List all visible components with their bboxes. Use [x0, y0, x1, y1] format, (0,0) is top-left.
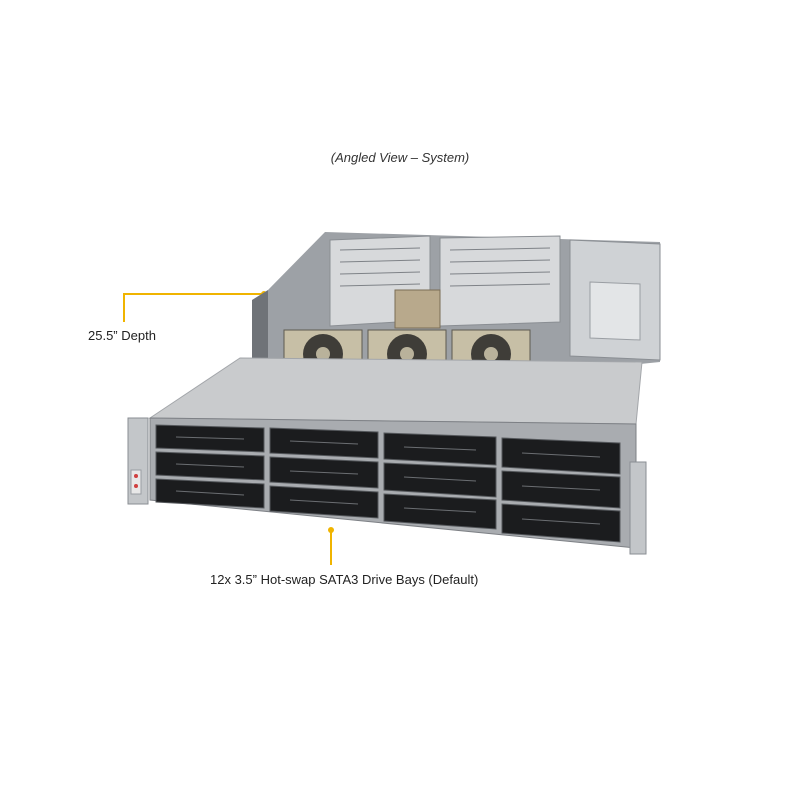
- drive-tray[interactable]: [383, 493, 497, 530]
- drive-tray[interactable]: [501, 470, 621, 509]
- view-caption: (Angled View – System): [330, 150, 470, 165]
- drive-tray[interactable]: [501, 503, 621, 543]
- depth-callout-label: 25.5” Depth: [88, 328, 156, 343]
- drive-bays-callout-line: [328, 527, 334, 565]
- drive-tray[interactable]: [383, 462, 497, 498]
- drive-tray[interactable]: [501, 437, 621, 475]
- chassis-top-cover: [148, 357, 643, 425]
- chassis-interior: [252, 232, 661, 379]
- drive-bays-callout-label: 12x 3.5” Hot-swap SATA3 Drive Bays (Defa…: [210, 572, 479, 587]
- depth-callout-line: [123, 291, 267, 322]
- drive-bays: [155, 424, 621, 543]
